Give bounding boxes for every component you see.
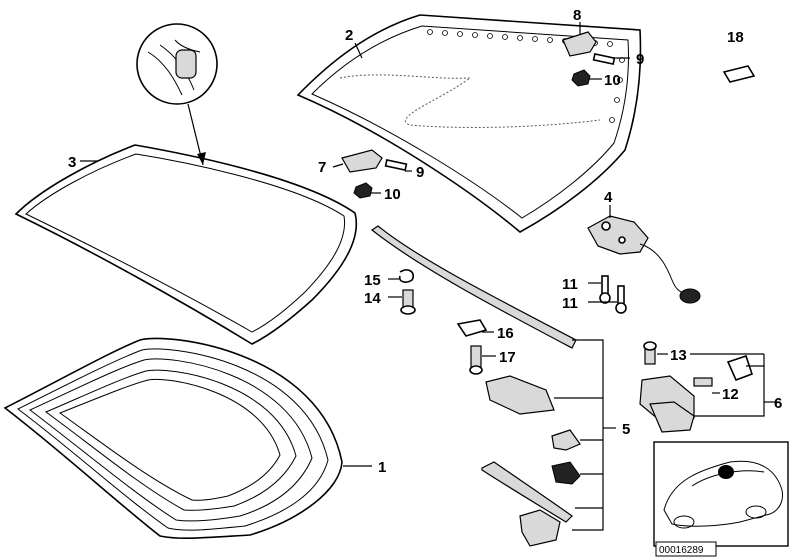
callout-11-lower: 11 — [562, 295, 578, 312]
part-18-pad — [722, 65, 756, 83]
callout-16: 16 — [497, 325, 514, 342]
callout-5: 5 — [622, 421, 630, 438]
callout-6: 6 — [774, 395, 782, 412]
callout-12: 12 — [722, 386, 739, 403]
callout-1: 1 — [378, 459, 386, 476]
part-7-clip-middle — [332, 149, 412, 199]
callout-2: 2 — [345, 27, 353, 44]
callout-labels: 1 2 3 4 5 6 7 8 9 9 10 10 11 11 12 13 14… — [68, 7, 782, 476]
car-location-inset — [653, 441, 789, 547]
reference-number-box: 00016289 — [655, 541, 717, 557]
callout-9-top: 9 — [636, 51, 644, 68]
callout-11-upper: 11 — [562, 276, 578, 293]
callout-10-top: 10 — [604, 72, 621, 89]
callout-18: 18 — [727, 29, 744, 46]
part-4-motor — [587, 205, 701, 304]
part-11-screws — [588, 275, 627, 314]
callout-13: 13 — [670, 347, 687, 364]
callout-3: 3 — [68, 154, 76, 171]
reference-number: 00016289 — [659, 545, 704, 556]
part-2-glass-panel — [296, 14, 642, 233]
callout-10-middle: 10 — [384, 186, 401, 203]
part-5-components — [481, 339, 616, 547]
callout-8: 8 — [573, 7, 581, 24]
part-3-seal — [14, 23, 358, 345]
part-1-frame — [3, 337, 343, 540]
callout-4: 4 — [604, 189, 613, 206]
callout-7: 7 — [318, 159, 326, 176]
callout-17: 17 — [499, 349, 516, 366]
callout-15: 15 — [364, 272, 381, 289]
part-14-15-screw-clip — [388, 269, 416, 315]
part-6-12-13-block — [639, 341, 780, 433]
callout-9-middle: 9 — [416, 164, 424, 181]
callout-14: 14 — [364, 290, 381, 307]
part-16-17-clip-screw — [456, 319, 496, 375]
part-8-clip-top — [562, 22, 630, 87]
